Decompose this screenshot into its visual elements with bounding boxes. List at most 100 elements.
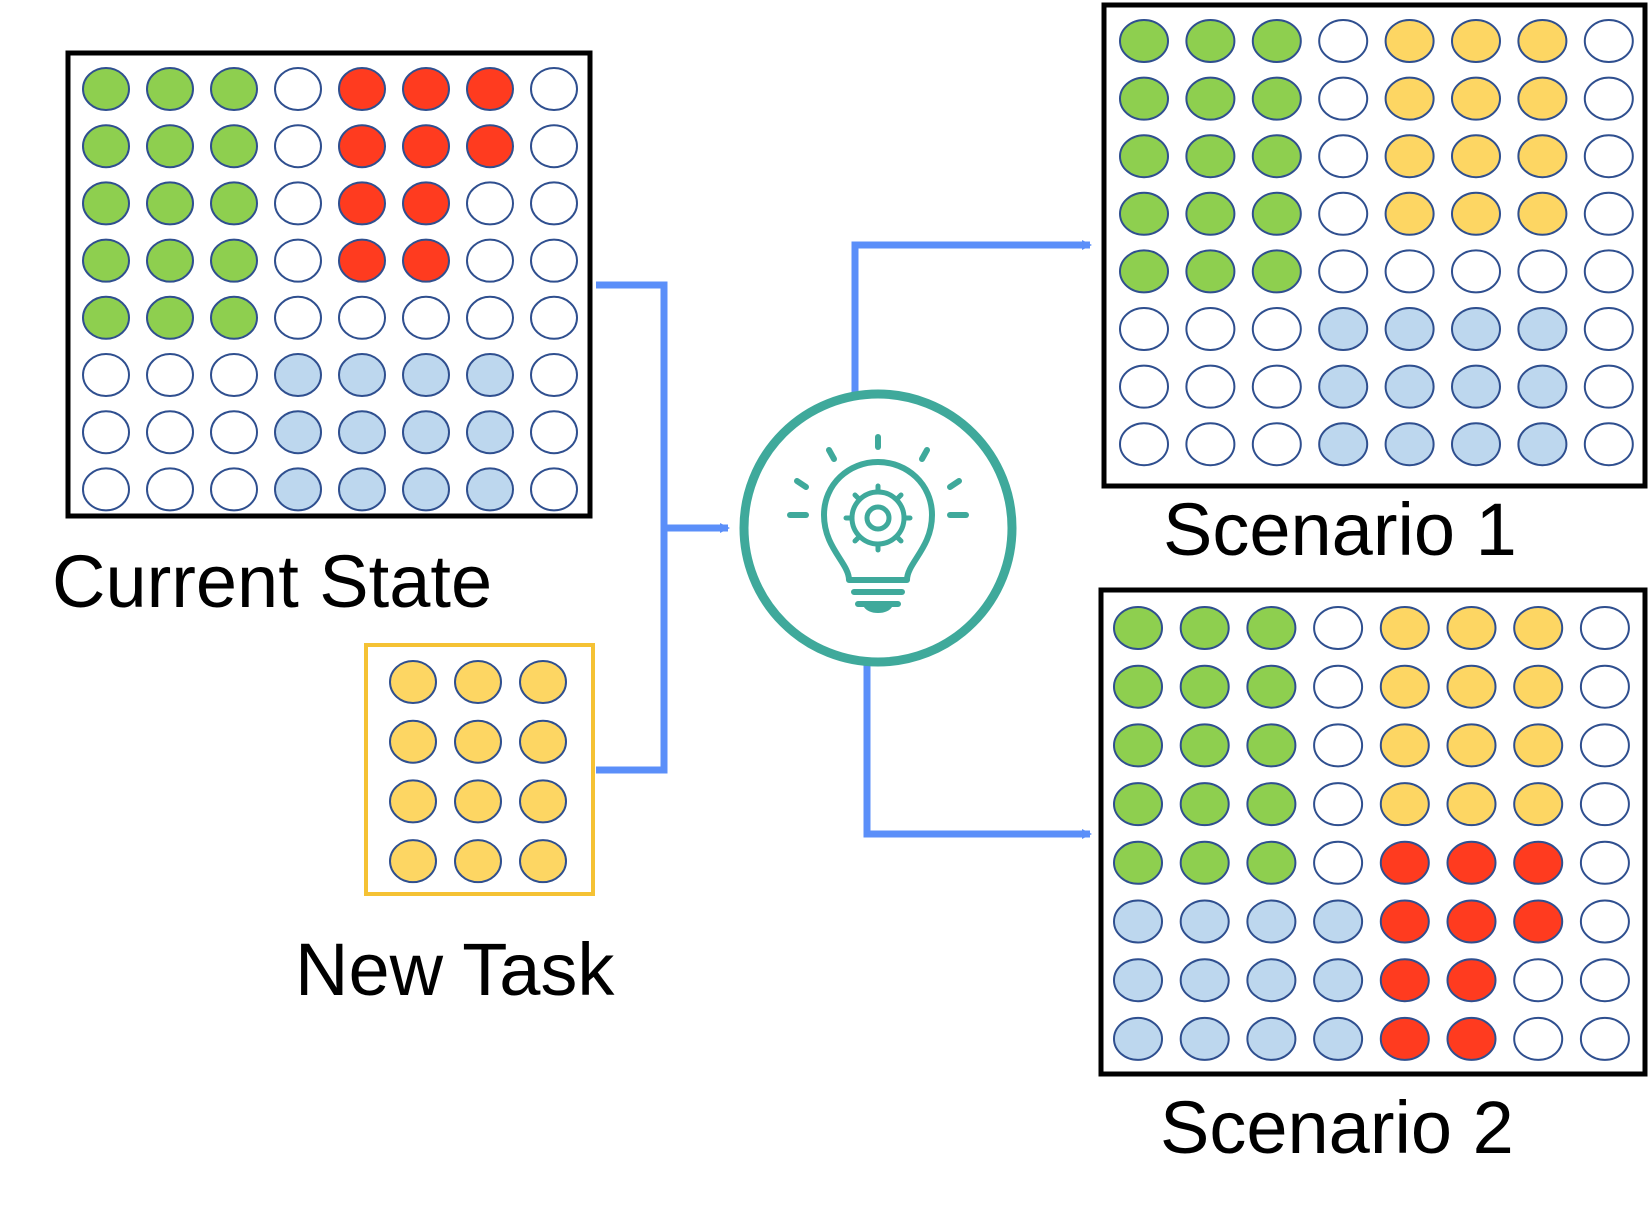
scenario-1-cell [1384,191,1435,236]
scenario-1-cell [1251,19,1302,63]
scenario-1-cell [1384,76,1435,121]
current-state-cell [210,410,258,455]
new-task-cell [519,719,567,764]
current-state-cell [338,353,386,397]
scenario-2-cell [1246,840,1297,885]
scenario-1-cell [1517,191,1568,236]
scenario-1-cell [1185,249,1236,294]
scenario-1-cell [1185,134,1236,179]
scenario-2-cell [1113,782,1163,827]
scenario-2-cell [1313,723,1364,768]
scenario-2-cell [1579,782,1630,827]
new-task-cell [389,839,437,884]
scenario-1-cell [1517,364,1568,409]
new-task-cell [519,839,567,884]
scenario-1-grid [1119,19,1634,467]
scenario-2-cell [1113,1016,1163,1061]
scenario-1-cell [1185,307,1236,351]
new-task-cell [519,779,567,824]
current-state-cell [82,353,130,397]
scenario-2-cell [1246,606,1297,650]
scenario-1-cell [1251,307,1302,351]
scenario-1-cell [1185,76,1236,121]
scenario-2-cell [1313,958,1364,1003]
new-task-grid [389,660,567,884]
current-state-cell [210,353,258,397]
current-state-cell [402,467,450,512]
scenario-1-cell [1451,191,1501,236]
current-state-cell [210,467,258,512]
current-state-cell [338,67,386,111]
scenario-2-cell [1313,782,1364,827]
new-task-cell [389,660,437,704]
current-state-cell [274,181,322,226]
scenario-1-cell [1318,364,1369,409]
current-state-cell [338,410,386,455]
scenario-2-cell [1313,664,1364,709]
label-scenario-2: Scenario 2 [1160,1086,1514,1169]
scenario-1-cell [1119,134,1169,179]
current-state-cell [82,295,130,340]
current-state-cell [466,181,514,226]
current-state-cell [82,124,130,169]
scenario-2-cell [1513,958,1564,1003]
new-task-cell [454,719,502,764]
current-state-cell [210,295,258,340]
current-state-cell [530,67,578,111]
connector-to-scenario-1 [851,240,1092,404]
scenario-2-cell [1379,840,1430,885]
scenario-1-cell [1583,307,1634,351]
current-state-cell [402,238,450,283]
scenario-2-cell [1579,664,1630,709]
current-state-cell [338,295,386,340]
current-state-cell [82,238,130,283]
scenario-2-cell [1246,782,1297,827]
scenario-1-cell [1318,134,1369,179]
scenario-2-cell [1379,782,1430,827]
current-state-cell [146,410,194,455]
scenario-2-cell [1513,840,1564,885]
current-state-cell [402,124,450,169]
gear-icon [843,483,913,553]
scenario-2-cell [1113,958,1163,1003]
current-state-cell [210,67,258,111]
current-state-cell [338,238,386,283]
scenario-1-frame [1101,2,1648,489]
scenario-2-cell [1246,723,1297,768]
label-new-task: New Task [295,928,615,1011]
scenario-1-cell [1384,134,1435,179]
bulb-base-icon [851,589,905,613]
scenario-2-cell [1179,664,1230,709]
current-state-cell [530,410,578,455]
scenario-1-cell [1583,19,1634,63]
scenario-1-cell [1119,249,1169,294]
scenario-2-cell [1179,840,1230,885]
scenario-2-cell [1246,958,1297,1003]
current-state-cell [402,295,450,340]
scenario-1-cell [1185,191,1236,236]
new-task-cell [389,719,437,764]
connector-from-current-state [596,281,668,774]
current-state-cell [530,238,578,283]
current-state-cell [530,295,578,340]
current-state-cell [466,410,514,455]
scenario-1-cell [1251,191,1302,236]
scenario-1-cell [1318,19,1369,63]
new-task-cell [454,660,502,704]
scenario-1-cell [1251,76,1302,121]
scenario-2-cell [1513,606,1564,650]
scenario-2-cell [1113,899,1163,944]
scenario-1-cell [1451,76,1501,121]
scenario-1-cell [1119,19,1169,63]
scenario-1-cell [1451,422,1501,467]
current-state-cell [466,467,514,512]
scenario-2-cell [1179,606,1230,650]
scenario-1-cell [1119,422,1169,467]
label-current-state: Current State [52,540,492,623]
current-state-cell [210,124,258,169]
scenario-2-cell [1379,664,1430,709]
lightbulb-gear-icon [739,389,1017,667]
new-task-cell [454,779,502,824]
scenario-1-cell [1251,249,1302,294]
